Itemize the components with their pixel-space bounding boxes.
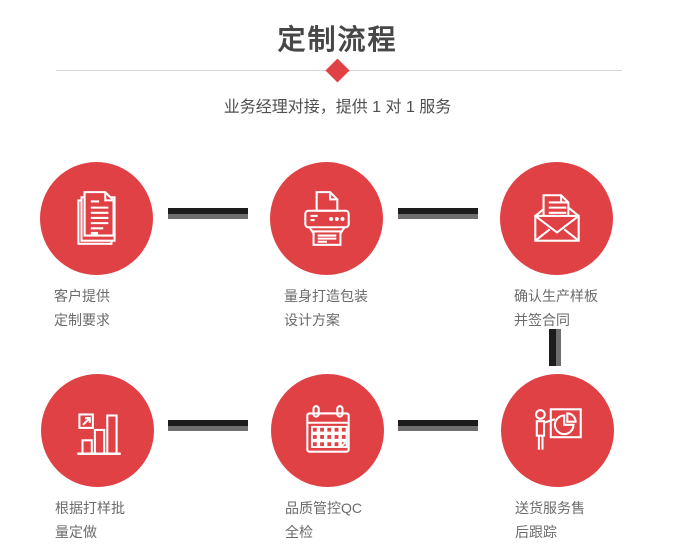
step-label: 量身打造包装 设计方案 — [284, 284, 368, 332]
step-circle — [500, 162, 613, 275]
envelope-icon — [533, 193, 580, 242]
calendar-icon — [305, 404, 350, 453]
connector-step4-step5 — [168, 420, 248, 431]
step-label: 客户提供 定制要求 — [54, 284, 110, 332]
step-sample-contract: 确认生产样板 并签合同 — [500, 162, 660, 328]
connector-step5-step6 — [398, 420, 478, 431]
connector-step1-step2 — [168, 208, 248, 219]
step-label: 送货服务售 后跟踪 — [515, 496, 585, 544]
step-label-line2: 量定做 — [55, 524, 97, 540]
documents-icon — [76, 190, 116, 245]
step-circle — [41, 374, 154, 487]
step-circle — [270, 162, 383, 275]
step-label: 确认生产样板 并签合同 — [514, 284, 598, 332]
step-label-line2: 后跟踪 — [515, 524, 557, 540]
presentation-icon — [534, 407, 582, 450]
step-customer-requirements: 客户提供 定制要求 — [40, 162, 200, 328]
step-label-line1: 根据打样批 — [55, 500, 125, 516]
step-label-line1: 品质管控QC — [285, 500, 362, 516]
step-label: 品质管控QC 全检 — [285, 496, 362, 544]
step-label-line1: 送货服务售 — [515, 500, 585, 516]
page-subtitle: 业务经理对接，提供 1 对 1 服务 — [223, 99, 452, 116]
printer-icon — [303, 190, 350, 246]
step-label-line2: 全检 — [285, 524, 313, 540]
step-batch-production: 根据打样批 量定做 — [41, 374, 201, 540]
step-quality-control: 品质管控QC 全检 — [271, 374, 431, 540]
step-delivery-aftersales: 送货服务售 后跟踪 — [501, 374, 661, 540]
bar-chart-icon — [76, 412, 121, 455]
step-label-line2: 设计方案 — [284, 312, 340, 328]
diamond-accent-icon — [325, 58, 350, 83]
step-label-line1: 量身打造包装 — [284, 288, 368, 304]
step-label: 根据打样批 量定做 — [55, 496, 125, 544]
step-label-line1: 客户提供 — [54, 288, 110, 304]
step-packaging-design: 量身打造包装 设计方案 — [270, 162, 430, 328]
step-label-line2: 定制要求 — [54, 312, 110, 328]
page-title: 定制流程 — [277, 24, 398, 55]
connector-step2-step3 — [398, 208, 478, 219]
step-circle — [501, 374, 614, 487]
step-label-line1: 确认生产样板 — [514, 288, 598, 304]
step-circle — [271, 374, 384, 487]
step-circle — [40, 162, 153, 275]
connector-step3-step6 — [549, 329, 561, 366]
step-label-line2: 并签合同 — [514, 312, 570, 328]
